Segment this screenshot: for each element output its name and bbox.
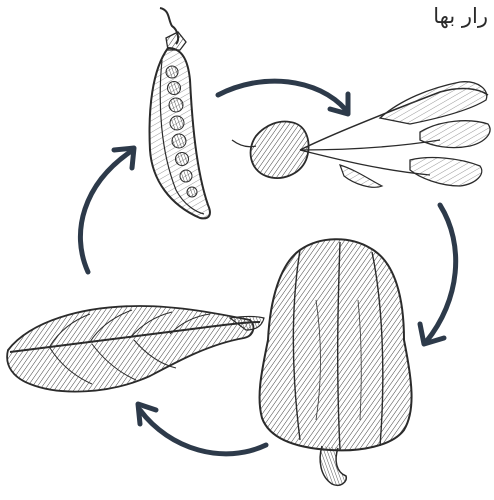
arrow-pea-to-beet: [218, 81, 348, 114]
chard-leaf-illustration: [7, 306, 264, 392]
arrow-leaf-to-pea: [80, 148, 134, 272]
bell-pepper-illustration: [260, 239, 412, 485]
beet-illustration: [232, 82, 490, 188]
arrow-pepper-to-leaf: [138, 404, 266, 454]
pea-pod-illustration: [150, 8, 210, 218]
caption-text: رار بها: [433, 4, 488, 28]
arrow-beet-to-pepper: [420, 205, 456, 344]
